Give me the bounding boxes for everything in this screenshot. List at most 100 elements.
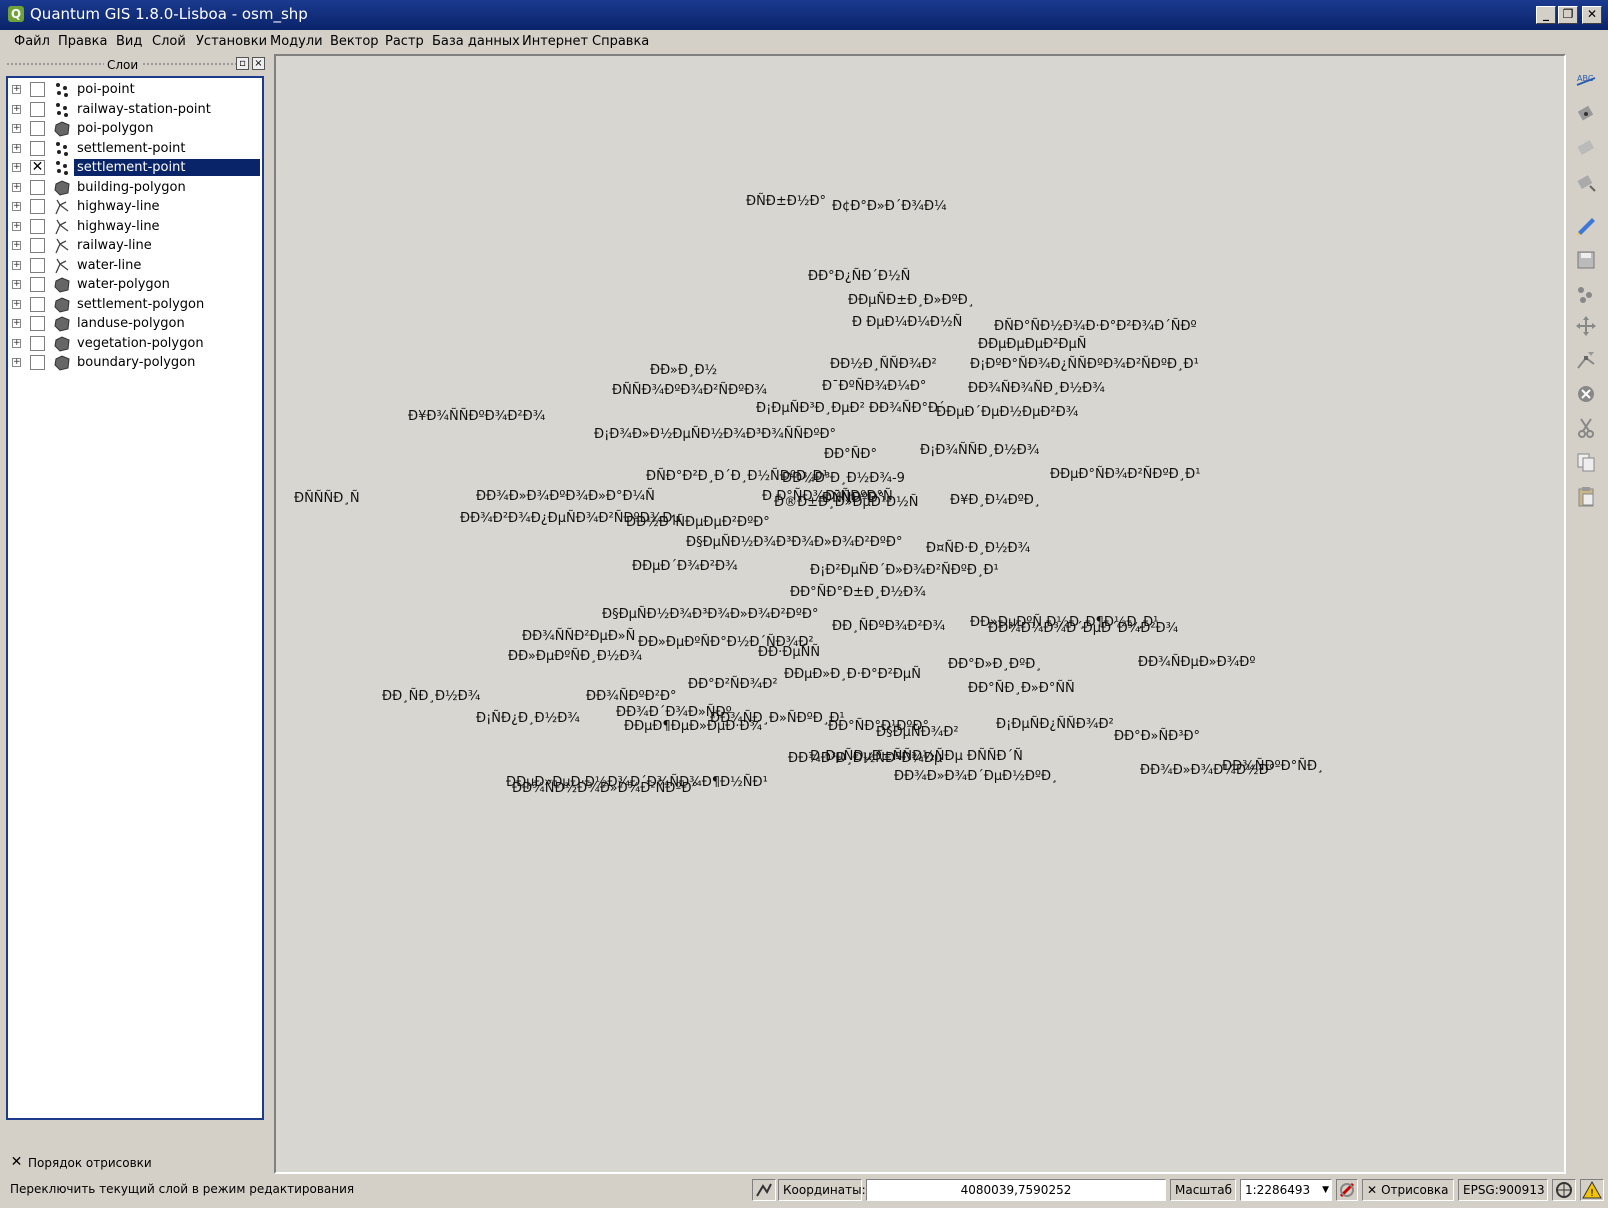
menu-view[interactable]: Вид: [116, 34, 143, 49]
layer-name: railway-line: [77, 238, 152, 253]
chevron-down-icon[interactable]: ▼: [1322, 1185, 1329, 1195]
render-order-checkbox[interactable]: ✕: [10, 1154, 23, 1170]
stop-render-icon[interactable]: [1336, 1179, 1358, 1201]
map-label: ÐÑÐ°Ð²Ð¸Ð´Ð¸Ð½ÑÐºÐ¸Ð¹: [646, 469, 828, 484]
layer-visibility-checkbox[interactable]: [30, 121, 45, 136]
delete-selected-icon[interactable]: [1574, 382, 1598, 406]
layer-visibility-checkbox[interactable]: [30, 199, 45, 214]
expand-icon[interactable]: +: [12, 142, 21, 153]
layer-row[interactable]: +poi-point: [8, 80, 262, 99]
layer-row[interactable]: +water-line: [8, 256, 262, 275]
layer-visibility-checkbox[interactable]: [30, 101, 45, 117]
warning-icon[interactable]: !: [1580, 1179, 1604, 1201]
expand-icon[interactable]: +: [12, 279, 21, 289]
layer-row[interactable]: +railway-station-point: [8, 100, 262, 119]
map-label: Ð¡Ð¾ÑÑÐ¸Ð½Ð¾: [920, 443, 1040, 458]
expand-icon[interactable]: +: [12, 220, 21, 231]
render-checkbox[interactable]: ✕: [1367, 1183, 1378, 1197]
layer-row[interactable]: + railway-line: [8, 236, 262, 255]
minimize-button[interactable]: _: [1536, 6, 1556, 24]
layer-row[interactable]: +settlement-polygon: [8, 295, 262, 314]
point-icon: [54, 141, 70, 157]
close-panel-button[interactable]: ×: [252, 57, 265, 70]
add-feature-icon[interactable]: [1574, 282, 1598, 306]
map-label: ÐÐ·ÐµÑÑ: [758, 645, 821, 660]
layer-visibility-checkbox[interactable]: [30, 316, 45, 331]
expand-icon[interactable]: +: [12, 84, 21, 94]
layer-visibility-checkbox[interactable]: [30, 277, 45, 292]
float-panel-button[interactable]: ▫: [236, 57, 249, 70]
show-hide-labels-icon[interactable]: [1574, 136, 1598, 160]
expand-icon[interactable]: +: [12, 337, 21, 348]
expand-icon[interactable]: +: [12, 298, 21, 309]
menu-vector[interactable]: Вектор: [330, 34, 379, 49]
crs-globe-icon[interactable]: [1552, 1179, 1576, 1201]
toggle-extents-icon[interactable]: [752, 1179, 776, 1201]
layer-visibility-checkbox[interactable]: ✕: [30, 159, 45, 175]
expand-icon[interactable]: +: [12, 103, 21, 114]
expand-icon[interactable]: +: [12, 357, 21, 367]
move-feature-icon[interactable]: [1574, 314, 1598, 338]
expand-icon[interactable]: +: [12, 318, 21, 328]
layer-row[interactable]: +building-polygon: [8, 178, 262, 197]
coords-label: Координаты:: [778, 1179, 866, 1201]
menu-plugins[interactable]: Модули: [270, 34, 323, 49]
map-label: ÐÐ¾Ð³Ð¸Ð½Ð¾-9: [782, 471, 905, 486]
layer-row[interactable]: +✕settlement-point: [8, 158, 262, 177]
layer-row[interactable]: +landuse-polygon: [8, 314, 262, 333]
close-button[interactable]: ✕: [1582, 6, 1602, 24]
svg-text:!: !: [1590, 1188, 1594, 1199]
layer-row[interactable]: +boundary-polygon: [8, 353, 262, 372]
move-label-icon[interactable]: [1574, 170, 1598, 194]
scale-combo[interactable]: 1:2286493 ▼: [1240, 1179, 1332, 1201]
map-label: ÐÐ¾ÑÑÐ²ÐµÐ»Ñ: [522, 629, 636, 644]
menu-settings[interactable]: Установки: [196, 34, 268, 49]
map-label: ÐÐ°Ð¿ÑÐ´Ð½Ñ: [808, 269, 911, 284]
expand-icon[interactable]: +: [12, 181, 21, 192]
layer-visibility-checkbox[interactable]: [30, 355, 45, 370]
node-tool-icon[interactable]: [1574, 348, 1598, 372]
layer-row[interactable]: +highway-line: [8, 217, 262, 236]
paste-features-icon[interactable]: [1574, 484, 1598, 508]
layer-row[interactable]: +vegetation-polygon: [8, 334, 262, 353]
map-label: Ð¥Ð¸Ð¼ÐºÐ¸: [950, 493, 1041, 508]
save-edits-icon[interactable]: [1574, 248, 1598, 272]
layer-visibility-checkbox[interactable]: [30, 335, 45, 351]
expand-icon[interactable]: +: [12, 201, 21, 211]
coords-field[interactable]: 4080039,7590252: [866, 1179, 1166, 1201]
restore-button[interactable]: ❐: [1558, 6, 1578, 24]
expand-icon[interactable]: +: [12, 123, 21, 133]
expand-icon[interactable]: +: [12, 240, 21, 250]
layer-row[interactable]: +highway-line: [8, 197, 262, 216]
layer-row[interactable]: +water-polygon: [8, 275, 262, 294]
pin-labels-icon[interactable]: [1574, 102, 1598, 126]
layer-visibility-checkbox[interactable]: [30, 140, 45, 156]
layer-tree[interactable]: +poi-point+railway-station-point+poi-pol…: [6, 76, 264, 1120]
map-label: ÐÐµÐµÐµÐ²ÐµÑ: [978, 337, 1087, 352]
menu-help[interactable]: Справка: [592, 34, 650, 49]
menu-file[interactable]: Файл: [14, 34, 50, 49]
render-toggle[interactable]: ✕Отрисовка: [1362, 1179, 1454, 1201]
menu-edit[interactable]: Правка: [58, 34, 108, 49]
layer-row[interactable]: +poi-polygon: [8, 119, 262, 138]
expand-icon[interactable]: +: [12, 162, 21, 172]
layer-row[interactable]: +settlement-point: [8, 139, 262, 158]
cut-features-icon[interactable]: [1574, 416, 1598, 440]
menu-database[interactable]: База данных: [432, 34, 520, 49]
toggle-editing-icon[interactable]: [1574, 212, 1598, 236]
menu-layer[interactable]: Слой: [152, 34, 186, 49]
copy-features-icon[interactable]: [1574, 450, 1598, 474]
label-tool-icon[interactable]: ABC: [1574, 68, 1598, 92]
layer-visibility-checkbox[interactable]: [30, 238, 45, 253]
layer-visibility-checkbox[interactable]: [30, 296, 45, 312]
layer-visibility-checkbox[interactable]: [30, 82, 45, 97]
menu-web[interactable]: Интернет: [522, 34, 589, 49]
layer-visibility-checkbox[interactable]: [30, 179, 45, 195]
layer-visibility-checkbox[interactable]: [30, 218, 45, 234]
layer-visibility-checkbox[interactable]: [30, 257, 45, 273]
map-label: Ð®Ð±Ð¸Ð»ÐµÐ¹Ð½Ñ: [774, 495, 919, 510]
expand-icon[interactable]: +: [12, 259, 21, 270]
crs-button[interactable]: EPSG:900913: [1458, 1179, 1548, 1201]
menu-raster[interactable]: Растр: [385, 34, 424, 49]
